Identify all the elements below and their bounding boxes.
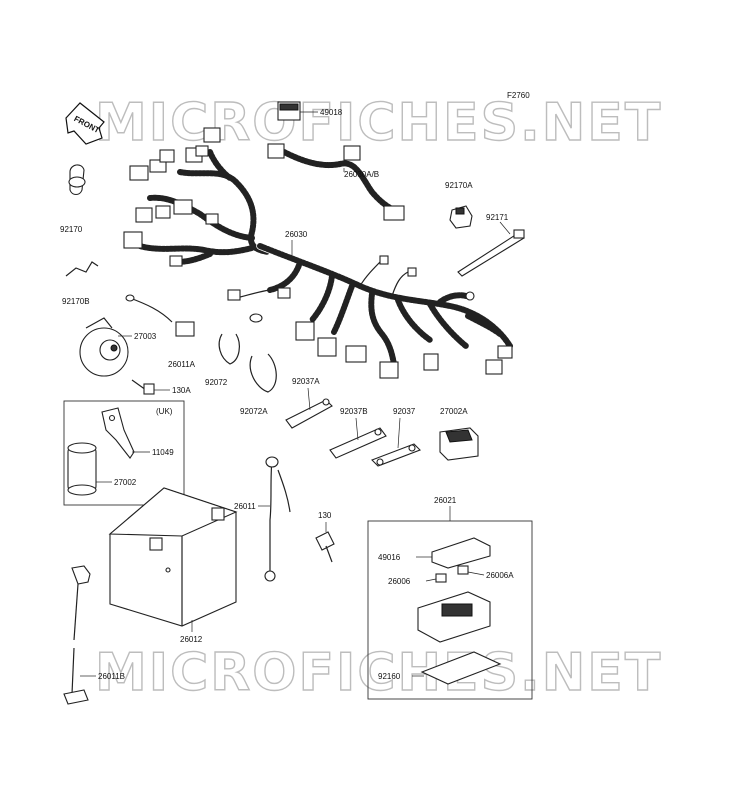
label-49018: 49018 bbox=[320, 108, 343, 117]
label-92037b: 92037B bbox=[340, 407, 368, 416]
part-27002a-relay: 27002A bbox=[439, 407, 479, 461]
part-92170b-clamp: 92170B bbox=[62, 261, 99, 306]
front-arrow-icon: FRONT bbox=[65, 102, 105, 145]
label-130a: 130A bbox=[172, 386, 191, 395]
label-92037a: 92037A bbox=[292, 377, 320, 386]
label-92160: 92160 bbox=[378, 672, 401, 681]
label-26011b: 26011B bbox=[98, 672, 125, 681]
label-130: 130 bbox=[318, 511, 332, 520]
label-26030: 26030 bbox=[285, 230, 308, 239]
part-26011a-lead: 26011A bbox=[125, 294, 196, 369]
label-92037: 92037 bbox=[393, 407, 416, 416]
label-26011: 26011 bbox=[234, 502, 256, 511]
label-49016: 49016 bbox=[378, 553, 401, 562]
label-27002a: 27002A bbox=[440, 407, 468, 416]
part-26021-junction-box: 26021 49016 26006 26006A 92160 bbox=[367, 496, 533, 700]
uk-label: (UK) bbox=[156, 407, 173, 416]
label-27003: 27003 bbox=[134, 332, 157, 341]
main-harness-26030 bbox=[123, 127, 514, 379]
label-92170b: 92170B bbox=[62, 297, 90, 306]
label-92072: 92072 bbox=[205, 378, 228, 387]
label-92170: 92170 bbox=[60, 225, 83, 234]
part-130-bolt: 130 bbox=[315, 511, 335, 563]
label-92170a: 92170A bbox=[445, 181, 473, 190]
part-26011b-lead: 26011B bbox=[63, 565, 125, 705]
label-26030ab: 26030A/B bbox=[344, 170, 379, 179]
part-26012-battery: 26012 bbox=[108, 487, 238, 644]
part-92171-band: 92171 bbox=[457, 213, 525, 277]
label-26011a: 26011A bbox=[168, 360, 196, 369]
label-92171: 92171 bbox=[486, 213, 509, 222]
label-26021: 26021 bbox=[434, 496, 457, 505]
part-92037b-bracket: 92037B bbox=[329, 407, 387, 459]
part-130a-bolt: 130A bbox=[131, 379, 191, 395]
label-27002: 27002 bbox=[114, 478, 137, 487]
part-92170-clamp: 92170 bbox=[60, 164, 86, 234]
label-26006: 26006 bbox=[388, 577, 411, 586]
part-26030ab-subharness: 26030A/B bbox=[267, 143, 405, 221]
part-27003-horn: 27003 bbox=[79, 317, 157, 377]
part-92037a-bracket: 92037A bbox=[285, 377, 333, 429]
label-26012: 26012 bbox=[180, 635, 203, 644]
part-49018-relay: 49018 bbox=[277, 101, 343, 121]
part-92072a-band: 92072A bbox=[240, 353, 277, 416]
label-11049: 11049 bbox=[152, 448, 174, 457]
watermark-bottom: MICROFICHES.NET bbox=[95, 643, 662, 703]
part-92170a-clamp: 92170A bbox=[445, 181, 473, 229]
watermark-top: MICROFICHES.NET bbox=[95, 93, 662, 153]
uk-variant-box: (UK) 11049 27002 bbox=[63, 400, 185, 506]
label-26006a: 26006A bbox=[486, 571, 514, 580]
part-26011-cable: 26011 bbox=[234, 456, 291, 582]
label-92072a: 92072A bbox=[240, 407, 268, 416]
part-92072-band: 92072 bbox=[205, 333, 240, 387]
part-92037-bracket: 92037 bbox=[371, 407, 421, 467]
figure-code: F2760 bbox=[507, 91, 530, 100]
